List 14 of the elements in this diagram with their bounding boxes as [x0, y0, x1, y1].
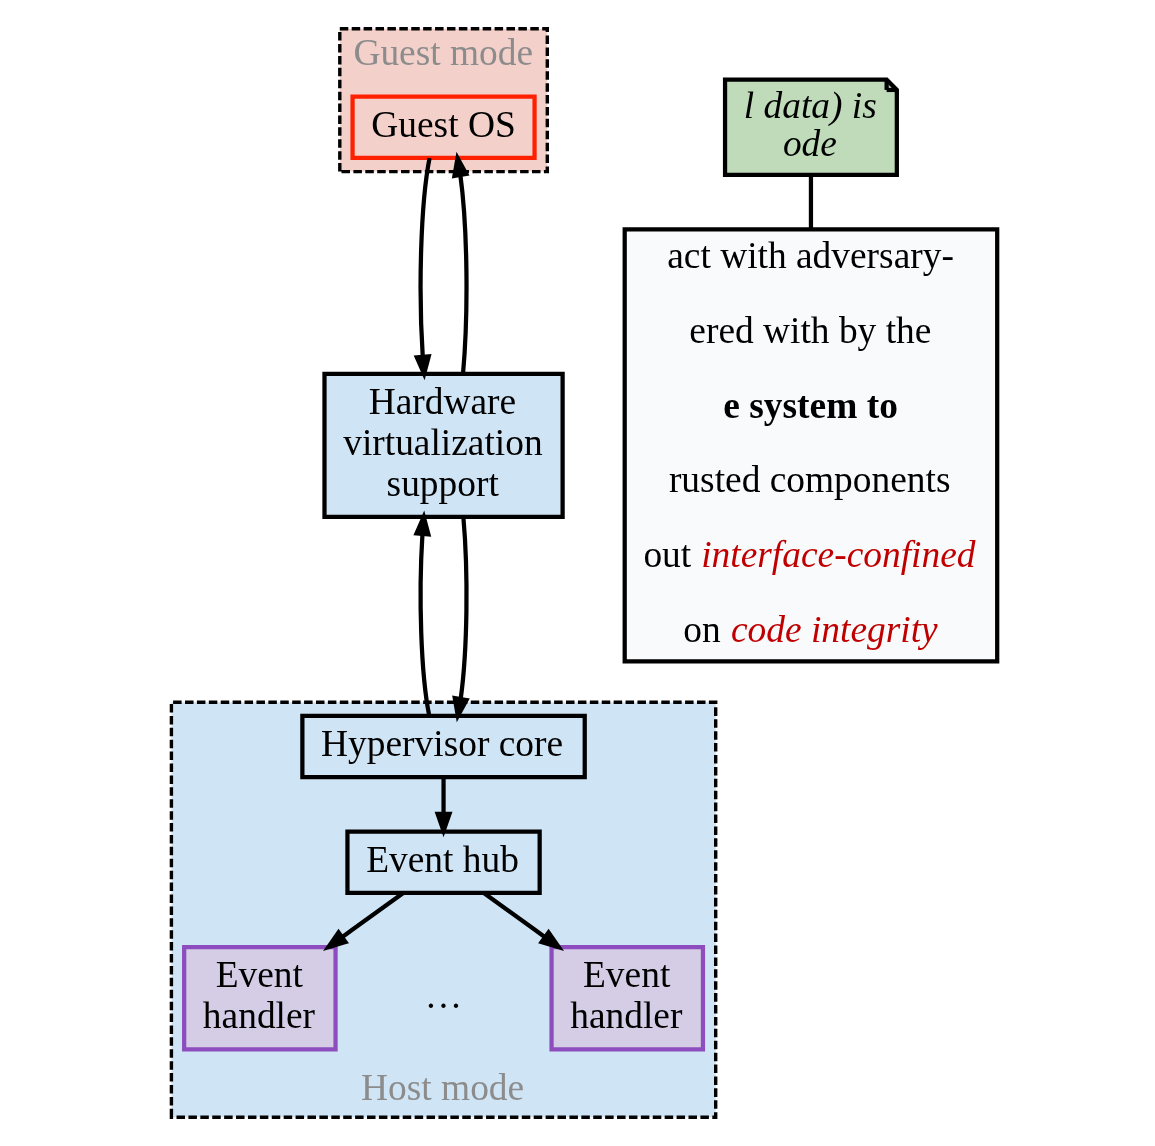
- node-box: Event handler: [549, 945, 706, 1052]
- arrow: [451, 151, 470, 375]
- node-box: Hypervisor core: [300, 713, 587, 780]
- node-box: Event hub: [345, 829, 542, 895]
- node-box: act with adversary- ered with by the e system to rusted components out interface-confined on code integrity: [622, 227, 1000, 664]
- node-box: Hardware virtualization support: [322, 371, 565, 519]
- arrow: [434, 777, 453, 838]
- arrow: [413, 510, 432, 717]
- node-box: Guest OS: [350, 94, 537, 161]
- node-box: Event handler: [182, 945, 338, 1052]
- arrow: [413, 157, 432, 381]
- label: …: [424, 974, 463, 1016]
- connector: [808, 175, 814, 229]
- arrow: [452, 516, 470, 723]
